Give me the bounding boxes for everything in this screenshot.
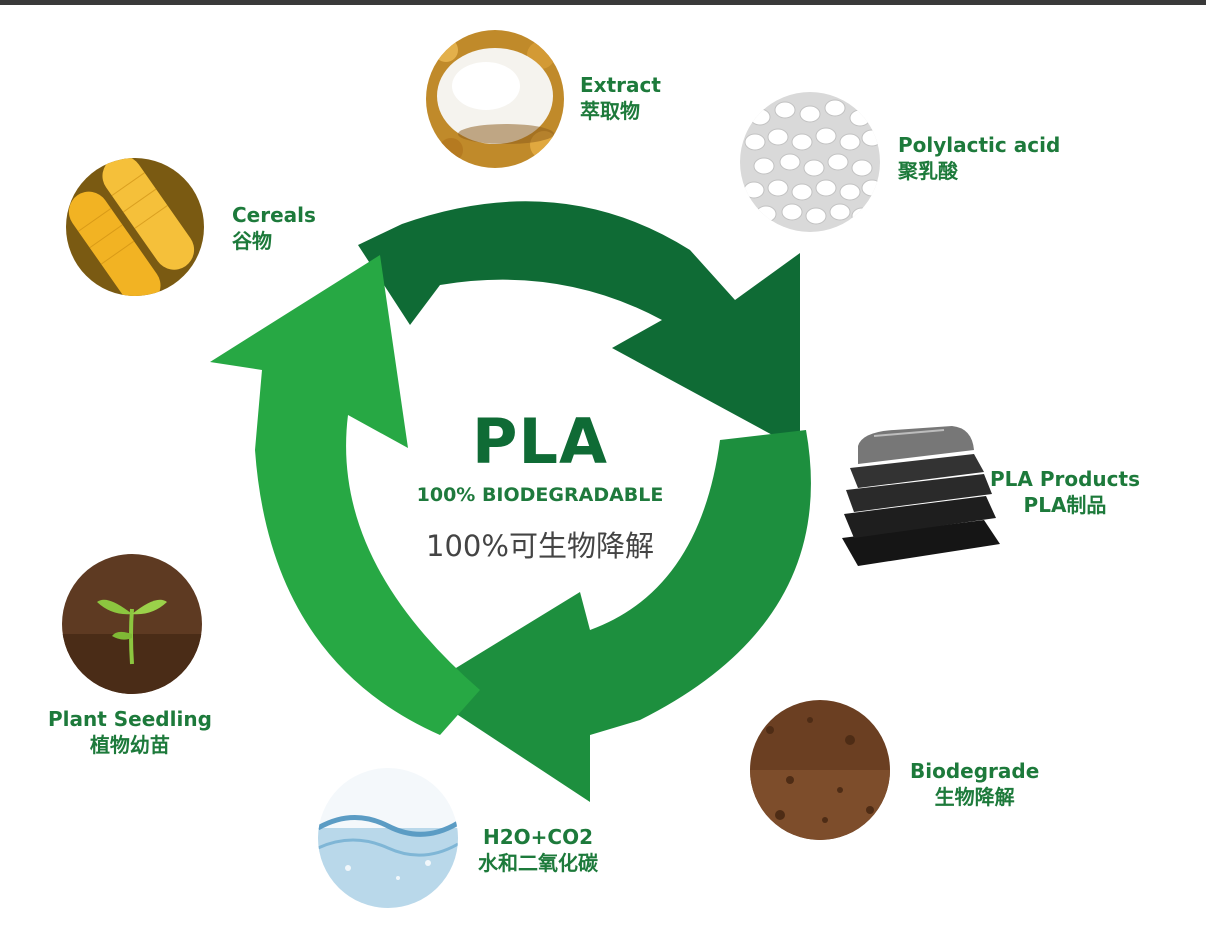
pla-pellets-icon	[740, 92, 880, 232]
label-cereals: Cereals 谷物	[232, 203, 316, 253]
food-container-stack-icon	[834, 420, 1004, 575]
label-h2o-co2: H2O+CO2 水和二氧化碳	[478, 825, 598, 875]
arrow-left	[210, 255, 480, 735]
label-pla-products: PLA Products PLA制品	[990, 467, 1140, 517]
top-border	[0, 0, 1206, 5]
arrow-top-right	[358, 201, 800, 450]
label-polylactic-acid: Polylactic acid 聚乳酸	[898, 133, 1061, 183]
pla-subtitle: 100% BIODEGRADABLE	[416, 484, 664, 506]
pla-title: PLA	[472, 405, 608, 478]
corn-icon	[66, 158, 204, 296]
seedling-icon	[62, 554, 202, 694]
label-plant-seedling: Plant Seedling 植物幼苗	[48, 707, 212, 757]
arrow-bottom-right	[420, 430, 811, 802]
soil-icon	[750, 700, 890, 840]
water-icon	[318, 768, 458, 908]
label-biodegrade: Biodegrade 生物降解	[910, 759, 1040, 809]
pla-subtitle-cn: 100%可生物降解	[426, 529, 654, 563]
label-extract: Extract 萃取物	[580, 73, 661, 123]
starch-powder-icon	[426, 30, 564, 168]
